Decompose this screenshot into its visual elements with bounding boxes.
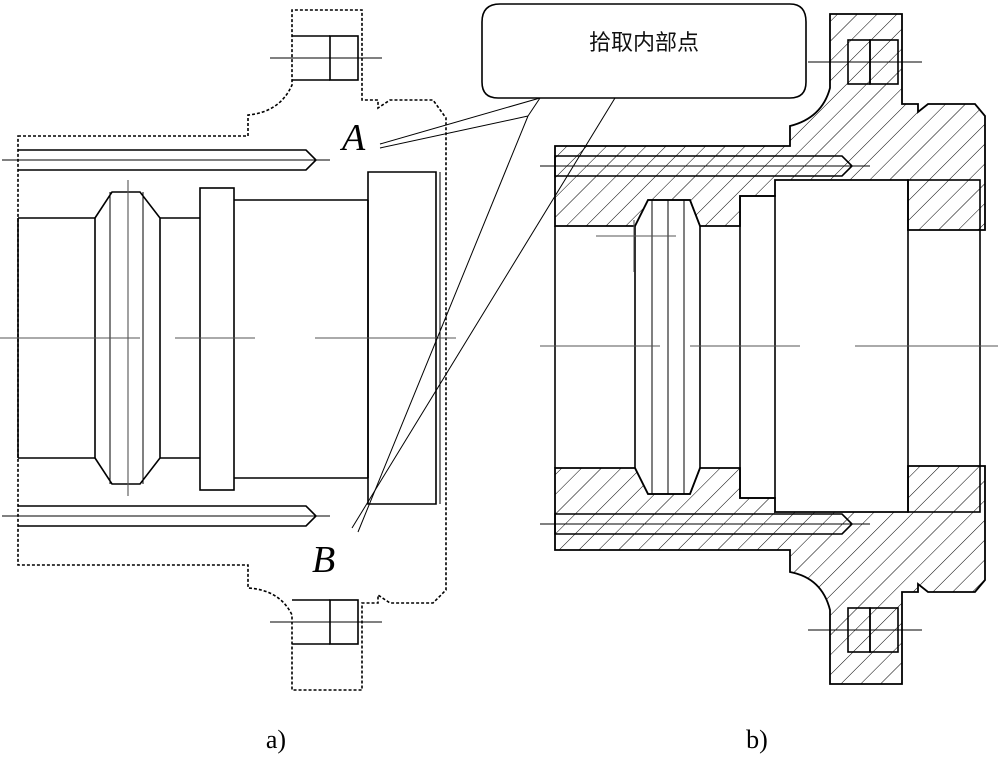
callout-text: 拾取内部点 — [589, 31, 699, 56]
view-b-axial-hole-top — [554, 155, 854, 177]
view-a-outer-boundary — [17, 9, 447, 691]
caption-a: a) — [266, 725, 286, 754]
point-label-b: B — [312, 539, 335, 581]
view-a-ring — [199, 187, 235, 491]
point-label-a: A — [339, 117, 366, 159]
caption-b: b) — [746, 725, 768, 754]
callout: 拾取内部点 — [351, 3, 807, 533]
view-b-axial-hole-bottom — [554, 513, 854, 535]
view-b — [540, 13, 998, 685]
view-a — [0, 9, 456, 691]
view-b-groove — [634, 199, 701, 495]
view-a-groove — [94, 191, 161, 485]
view-b-ring — [739, 195, 776, 499]
